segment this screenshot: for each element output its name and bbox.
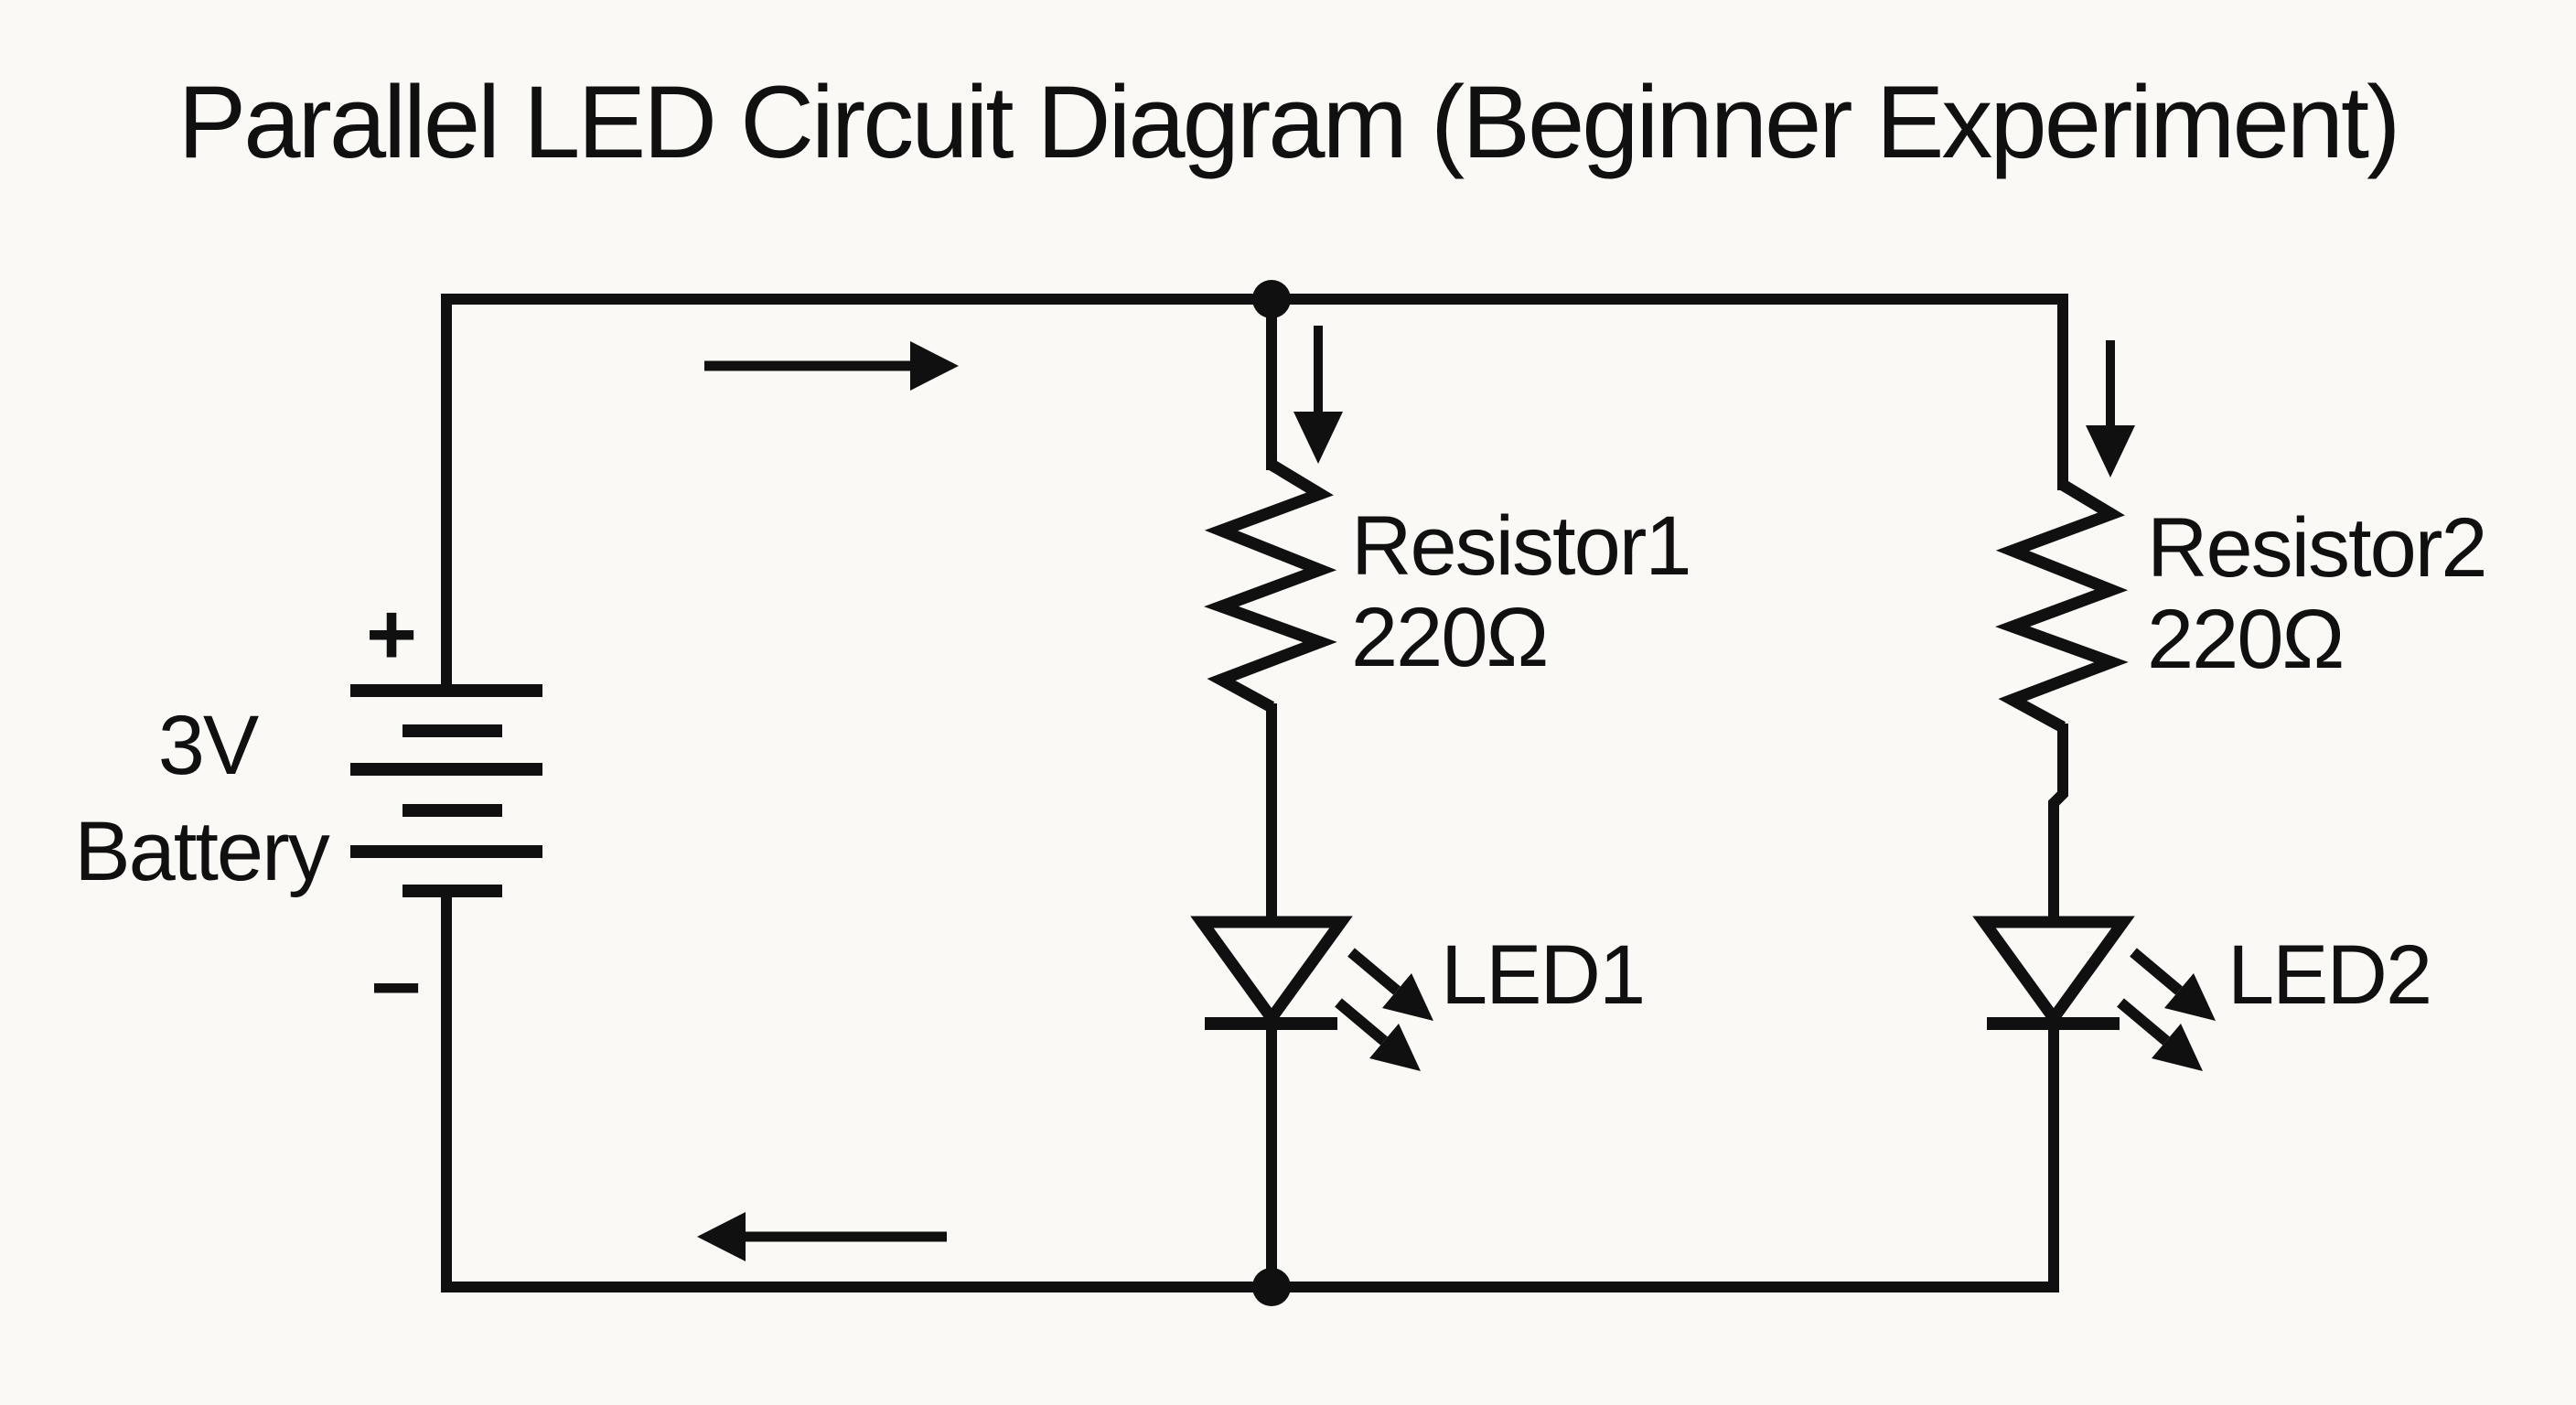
resistor1-name-label: Resistor1: [1351, 499, 1690, 593]
led1-label: LED1: [1441, 928, 1644, 1022]
led2-emission-arrows-icon: [2117, 948, 2216, 1071]
resistor1-zigzag-symbol: [1204, 459, 1337, 713]
resistor2-name-label: Resistor2: [2147, 501, 2486, 595]
battery-voltage-label: 3V: [158, 699, 259, 792]
current-arrow-left-icon: [697, 1212, 947, 1261]
diagram-title: Parallel LED Circuit Diagram (Beginner E…: [178, 65, 2399, 179]
battery-minus-sign: −: [370, 938, 422, 1036]
resistor1-value-label: 220Ω: [1351, 591, 1547, 684]
current-arrows: [697, 341, 959, 1261]
current-arrow-right-icon: [704, 341, 959, 391]
led1-emission-arrows-icon: [1335, 948, 1433, 1071]
battery-name-label: Battery: [74, 805, 329, 898]
led1-symbol: [1190, 916, 1433, 1071]
led2-label: LED2: [2227, 928, 2431, 1022]
branch-1: Resistor1 220Ω LED1: [1190, 299, 1692, 1287]
circuit-wires: [441, 280, 2068, 1306]
led1-triangle: [1190, 916, 1353, 1029]
branch2-current-arrow-down-icon: [2086, 340, 2135, 477]
branch-2: Resistor2 220Ω LED2: [1972, 294, 2488, 1292]
battery-symbol: + − 3V Battery: [74, 585, 542, 1036]
resistor2-value-label: 220Ω: [2147, 593, 2343, 686]
branch1-current-arrow-down-icon: [1293, 326, 1343, 464]
branch2-wire-middle-with-jog: [2048, 724, 2068, 926]
battery-plus-sign: +: [366, 585, 417, 683]
led2-triangle: [1972, 916, 2135, 1029]
resistor2-zigzag-symbol: [1995, 479, 2129, 733]
